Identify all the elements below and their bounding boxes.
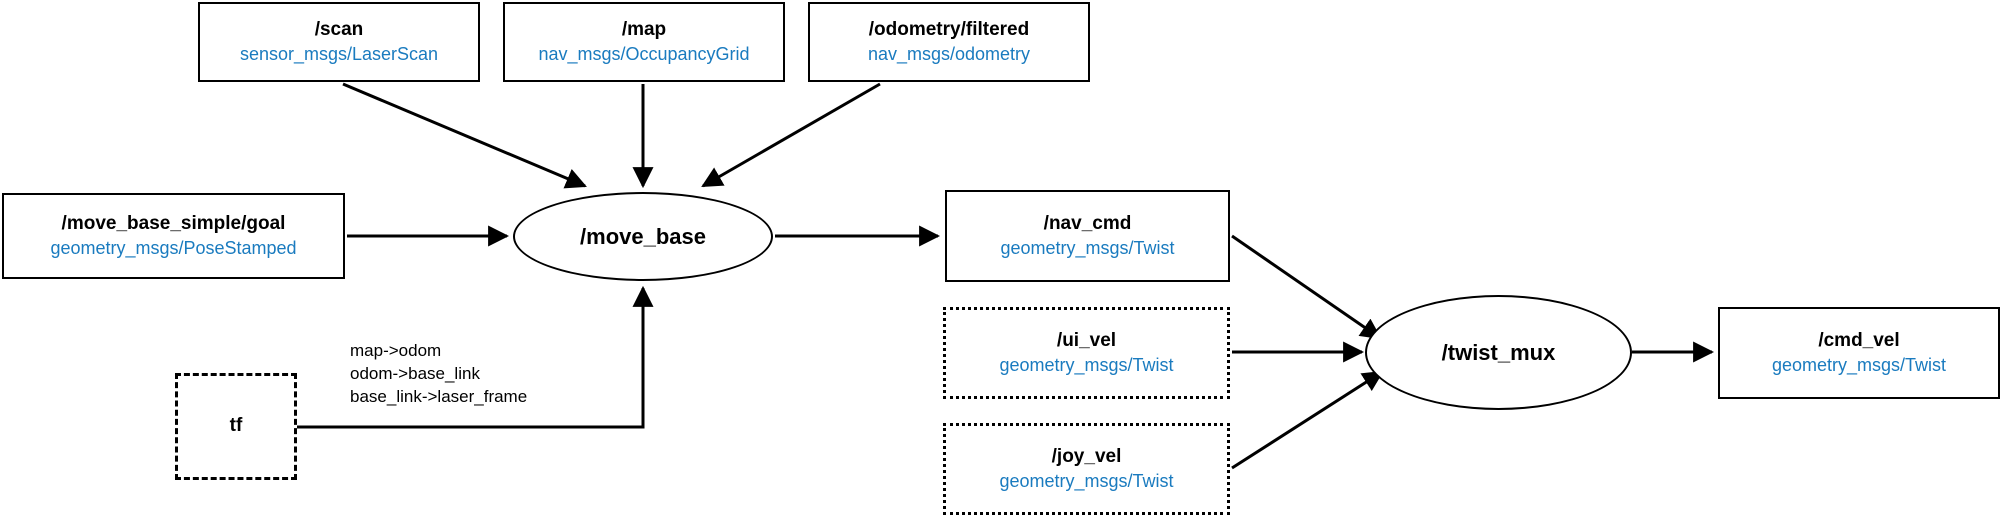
node-map-title: /map	[621, 19, 667, 41]
node-move-base-label: /move_base	[580, 223, 706, 249]
node-map[interactable]: /map nav_msgs/OccupancyGrid	[503, 2, 785, 82]
node-odometry-filtered[interactable]: /odometry/filtered nav_msgs/odometry	[808, 2, 1090, 82]
node-odometry-filtered-type: nav_msgs/odometry	[867, 43, 1031, 64]
node-nav-cmd-title: /nav_cmd	[1043, 213, 1132, 235]
node-twist-mux[interactable]: /twist_mux	[1365, 295, 1632, 410]
tf-transform-line-2: odom->base_link	[350, 363, 480, 383]
node-goal-type: geometry_msgs/PoseStamped	[50, 237, 297, 258]
node-map-type: nav_msgs/OccupancyGrid	[538, 43, 750, 64]
node-nav-cmd-type: geometry_msgs/Twist	[1000, 237, 1175, 258]
node-nav-cmd[interactable]: /nav_cmd geometry_msgs/Twist	[945, 190, 1230, 282]
node-move-base-simple-goal[interactable]: /move_base_simple/goal geometry_msgs/Pos…	[2, 193, 345, 279]
node-ui-vel-title: /ui_vel	[1056, 330, 1117, 352]
node-cmd-vel[interactable]: /cmd_vel geometry_msgs/Twist	[1718, 307, 2000, 399]
node-move-base[interactable]: /move_base	[513, 192, 773, 281]
node-scan-title: /scan	[314, 19, 364, 41]
node-tf-label: tf	[229, 415, 243, 437]
node-twist-mux-label: /twist_mux	[1441, 339, 1556, 365]
node-cmd-vel-type: geometry_msgs/Twist	[1771, 354, 1947, 375]
edge-odometry-to-move-base	[701, 82, 881, 188]
node-cmd-vel-title: /cmd_vel	[1818, 330, 1900, 352]
edge-joy-vel-to-twist-mux	[1231, 370, 1384, 470]
edge-nav-cmd-to-twist-mux	[1231, 234, 1382, 340]
node-joy-vel-type: geometry_msgs/Twist	[999, 470, 1174, 491]
node-ui-vel[interactable]: /ui_vel geometry_msgs/Twist	[943, 307, 1230, 399]
tf-transform-line-1: map->odom	[350, 341, 442, 360]
edge-label-tf-transforms: map->odom odom->base_link base_link->las…	[350, 340, 527, 409]
edge-scan-to-move-base	[342, 82, 587, 189]
node-goal-title: /move_base_simple/goal	[61, 213, 286, 235]
node-scan-type: sensor_msgs/LaserScan	[239, 43, 439, 64]
node-tf[interactable]: tf	[175, 373, 297, 480]
node-ui-vel-type: geometry_msgs/Twist	[999, 354, 1174, 375]
node-scan[interactable]: /scan sensor_msgs/LaserScan	[198, 2, 480, 82]
node-joy-vel-title: /joy_vel	[1051, 446, 1122, 468]
tf-transform-line-3: base_link->laser_frame	[350, 386, 528, 406]
node-odometry-filtered-title: /odometry/filtered	[868, 19, 1030, 41]
node-joy-vel[interactable]: /joy_vel geometry_msgs/Twist	[943, 423, 1230, 515]
